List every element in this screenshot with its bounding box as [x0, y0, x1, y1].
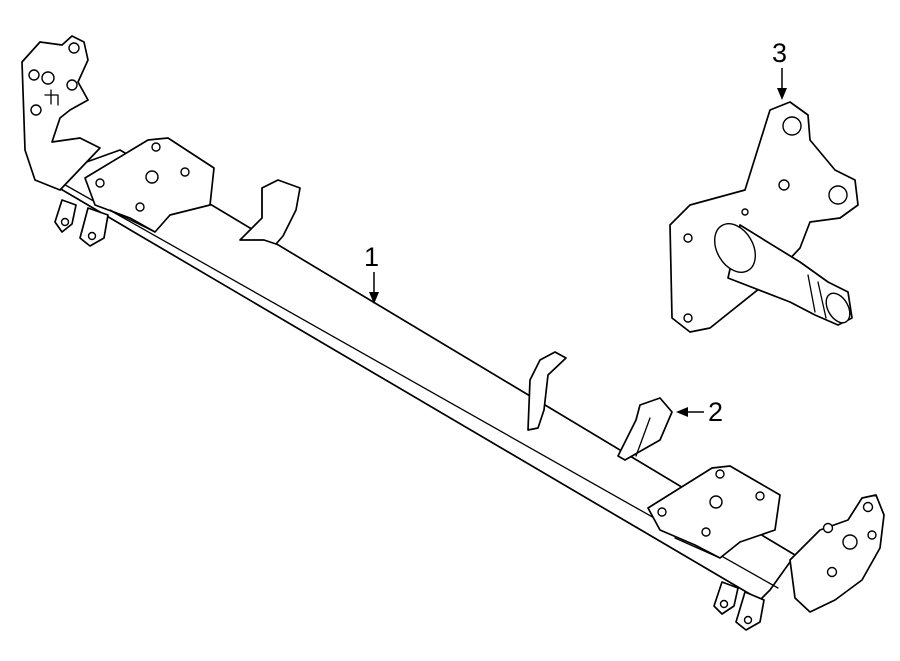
right-bracket-hole — [842, 534, 858, 550]
spindle — [669, 101, 859, 333]
spindle-flange-hole — [778, 179, 790, 191]
axle-tube — [41, 149, 796, 601]
left-pad-hole — [180, 167, 190, 177]
callout-3: 3 — [772, 38, 787, 100]
left-lug-hole — [87, 231, 97, 241]
callout-2-arrowhead — [676, 407, 688, 417]
callout-2: 2 — [676, 397, 723, 427]
right-lower-lug — [713, 581, 739, 615]
part-2-bracket-edge — [635, 417, 651, 457]
spindle-tip — [825, 292, 851, 324]
part-2-bracket — [617, 397, 673, 461]
left-lug-hole — [60, 217, 70, 227]
left-lower-lug — [79, 207, 109, 247]
callout-2-number: 2 — [708, 397, 723, 427]
right-bracket-hole — [867, 530, 877, 540]
spindle-flange-hole — [683, 233, 693, 243]
left-pad-hole — [145, 170, 159, 184]
left-bracket-mark — [44, 89, 59, 106]
right-bracket-hole — [822, 522, 834, 534]
spindle-flange-hole — [683, 313, 693, 323]
right-pad-hole — [715, 469, 725, 479]
callout-3-number: 3 — [772, 38, 787, 68]
middle-bracket — [527, 351, 567, 431]
right-pad-hole — [755, 491, 765, 501]
left-lower-lug — [54, 199, 77, 233]
left-pad-hole — [151, 142, 161, 152]
upper-shock-bracket — [239, 179, 301, 245]
right-spring-pad-edge — [674, 537, 721, 559]
right-bracket-hole — [862, 501, 874, 513]
left-spring-pad-edge — [109, 209, 156, 233]
left-bracket-hole — [41, 71, 55, 85]
callout-1-number: 1 — [364, 242, 379, 272]
axle-beam — [21, 35, 885, 631]
right-pad-hole — [657, 507, 667, 517]
spindle-flange-hole — [782, 116, 802, 136]
spindle-flange — [669, 101, 859, 333]
right-pad-hole — [709, 495, 723, 509]
right-bracket-hole — [826, 566, 838, 578]
right-spring-pad — [647, 465, 781, 559]
right-mount-bracket — [789, 494, 885, 613]
spindle-hub — [714, 223, 756, 273]
right-lug-hole — [743, 615, 753, 625]
left-bracket-hole — [30, 104, 42, 116]
left-pad-hole — [135, 202, 145, 212]
right-lug-hole — [719, 599, 729, 609]
spindle-flange-hole — [828, 185, 848, 205]
left-bracket-hole — [28, 69, 40, 81]
spindle-flange-hole — [741, 208, 749, 216]
left-bracket-hole — [66, 79, 78, 91]
callout-3-arrowhead — [777, 88, 787, 100]
callout-1-arrowhead — [369, 292, 379, 304]
left-pad-hole — [95, 178, 105, 188]
right-pad-hole — [701, 527, 711, 537]
callout-1: 1 — [364, 242, 379, 304]
left-mount-bracket — [21, 35, 101, 191]
spindle-threads — [807, 274, 827, 319]
left-bracket-hole — [68, 42, 80, 54]
right-lower-lug — [735, 591, 765, 631]
